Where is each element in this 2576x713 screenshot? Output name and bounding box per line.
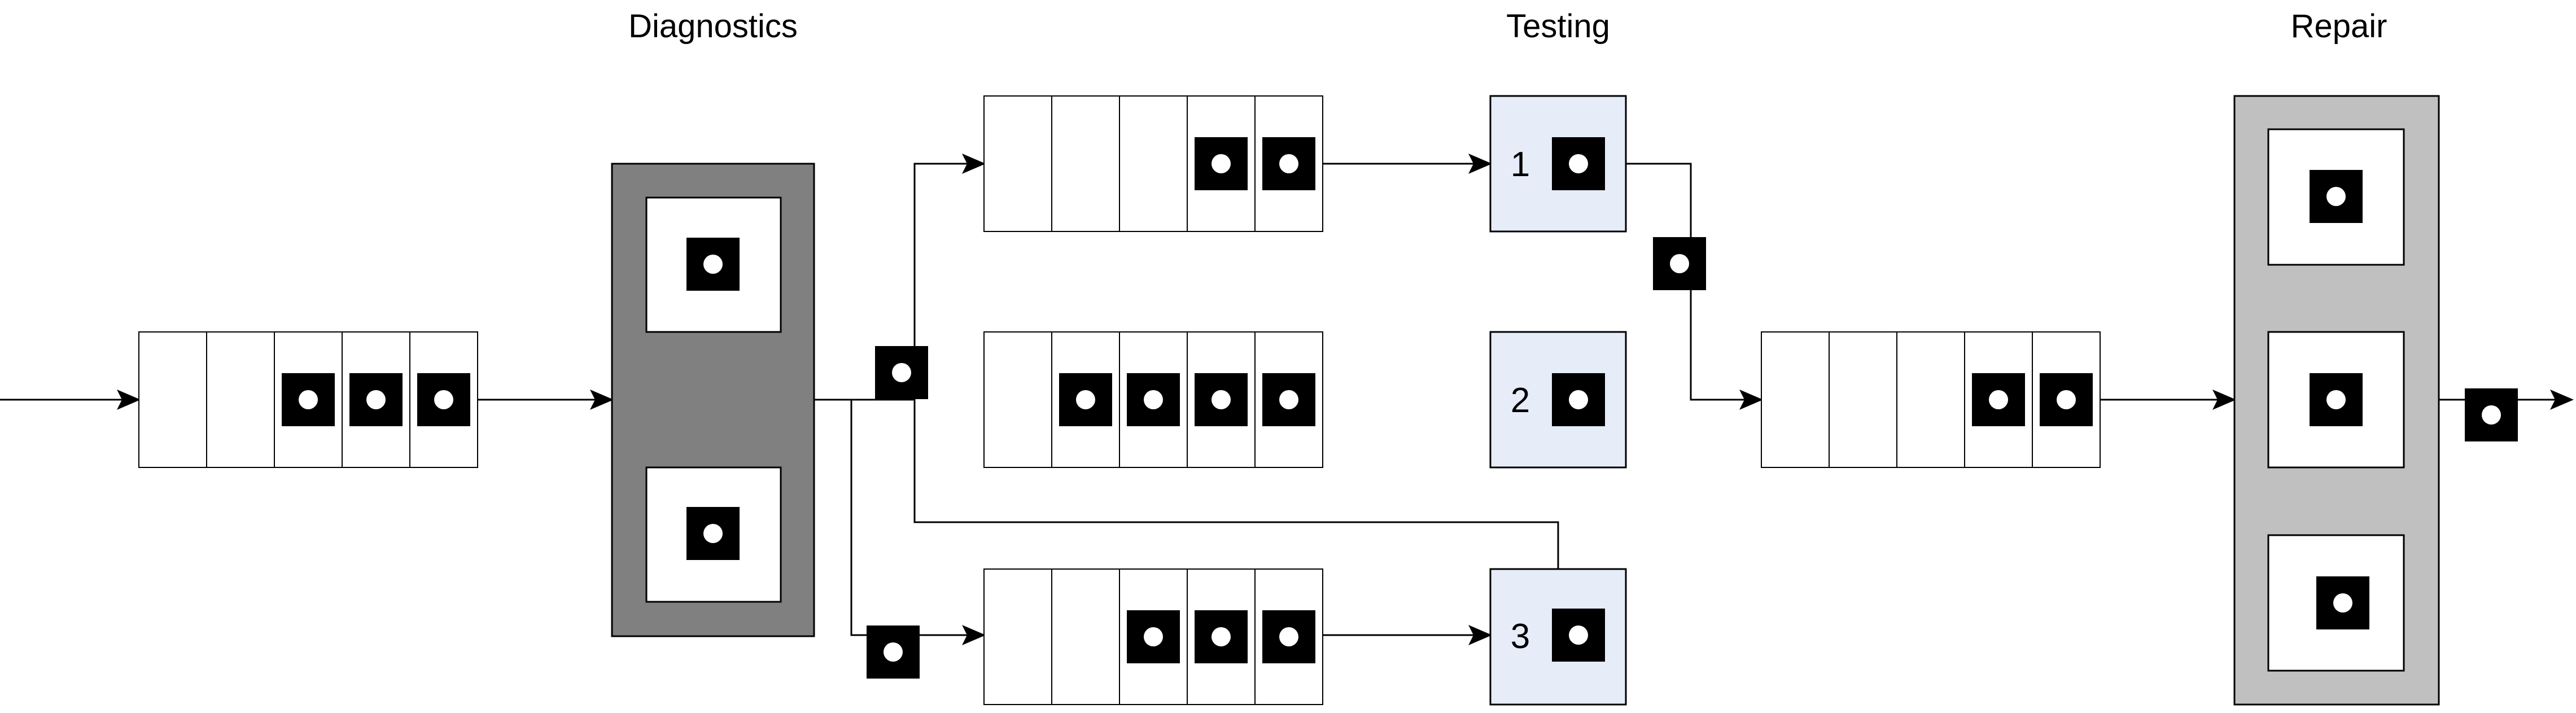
job-token-icon xyxy=(1195,137,1248,190)
testing-station-2-number: 2 xyxy=(1511,381,1530,420)
job-token-icon xyxy=(1552,137,1605,190)
job-token-icon xyxy=(1059,373,1112,426)
job-token-icon xyxy=(1127,610,1180,663)
job-token-icon xyxy=(417,373,470,426)
job-token-icon xyxy=(867,625,920,679)
queue-slot xyxy=(1119,95,1188,232)
test-queue-2 xyxy=(983,331,1323,468)
stage-label-diagnostics: Diagnostics xyxy=(628,8,798,45)
job-token-icon xyxy=(1262,610,1315,663)
connector-diagnostics-to-queue-1 xyxy=(814,154,986,401)
testing-station-1-number: 1 xyxy=(1511,145,1530,184)
job-token-icon xyxy=(686,238,740,291)
job-token-icon xyxy=(1195,373,1248,426)
queue-slot xyxy=(1051,568,1120,705)
stage-label-testing: Testing xyxy=(1506,8,1610,45)
queues xyxy=(138,95,2101,705)
job-token-icon xyxy=(875,346,928,399)
queue-slot xyxy=(206,331,275,468)
job-token-icon xyxy=(2310,373,2363,426)
queue-slot xyxy=(983,568,1052,705)
job-token-icon xyxy=(1972,373,2025,426)
queue-slot xyxy=(983,95,1052,232)
job-token-icon xyxy=(1195,610,1248,663)
testing-station-3-number: 3 xyxy=(1511,617,1530,656)
diagnostics-block xyxy=(611,163,815,637)
job-token-icon xyxy=(2465,388,2518,441)
repair-queue xyxy=(1761,331,2101,468)
job-token-icon xyxy=(1262,137,1315,190)
job-token-icon xyxy=(2040,373,2093,426)
queue-slot xyxy=(1896,331,1965,468)
queue-slot xyxy=(1829,331,1897,468)
job-token-icon xyxy=(1552,609,1605,662)
job-token-icon xyxy=(1262,373,1315,426)
job-token-icon xyxy=(686,507,740,560)
connector-diagnostics-to-queue-3 xyxy=(814,399,986,645)
job-token-icon xyxy=(1127,373,1180,426)
queue-slot xyxy=(138,331,207,468)
job-token-icon xyxy=(2316,576,2369,629)
job-tokens xyxy=(686,137,2518,679)
queue-slot xyxy=(1761,331,1830,468)
stage-label-repair: Repair xyxy=(2291,8,2387,45)
queue-slot xyxy=(1051,95,1120,232)
job-token-icon xyxy=(349,373,403,426)
queue-slot xyxy=(983,331,1052,468)
test-queue-3 xyxy=(983,568,1323,705)
job-token-icon xyxy=(282,373,335,426)
job-token-icon xyxy=(1552,373,1605,426)
input-queue xyxy=(138,331,478,468)
job-token-icon xyxy=(1653,237,1706,290)
connector-station-3-recycle xyxy=(913,390,1559,569)
test-queue-1 xyxy=(983,95,1323,232)
job-token-icon xyxy=(2310,170,2363,223)
